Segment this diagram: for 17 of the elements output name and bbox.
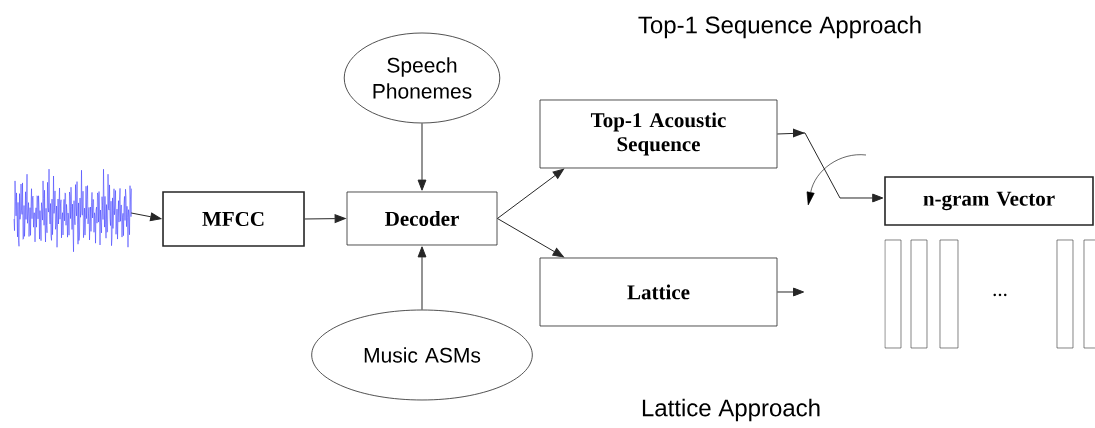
process-box: Decoder <box>346 191 498 246</box>
arrow <box>130 212 162 222</box>
arrow <box>776 287 805 297</box>
process-box: Top-1 Acoustic Sequence <box>539 99 778 169</box>
process-box: Lattice <box>539 257 778 327</box>
arrow <box>496 168 564 219</box>
arrow <box>417 122 427 191</box>
ellipsis-text: ... <box>993 293 1007 297</box>
arrow <box>417 246 427 311</box>
heading: Lattice Approach <box>642 398 820 422</box>
waveform-drawing <box>13 168 132 253</box>
process-box: MFCC <box>162 191 305 247</box>
arrow <box>304 214 346 224</box>
process-box: n-gram Vector <box>884 176 1094 226</box>
arrow <box>776 128 884 203</box>
heading: Top-1 Sequence Approach <box>638 15 921 39</box>
arrow <box>496 218 564 258</box>
